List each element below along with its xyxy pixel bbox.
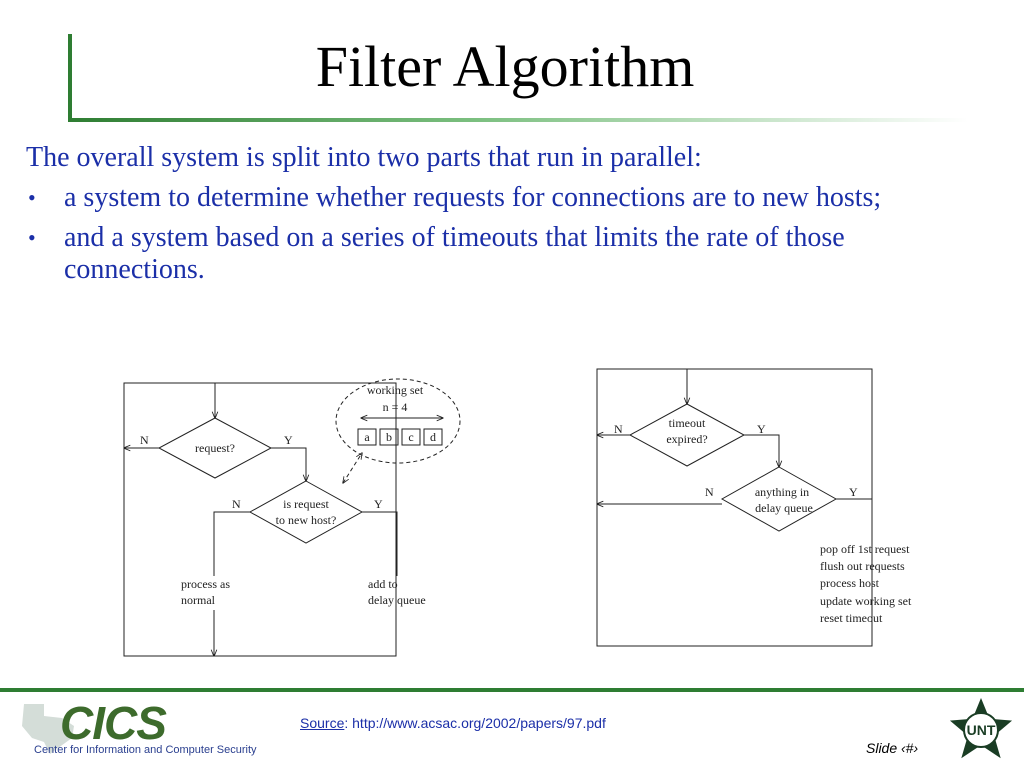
- new-host-no-line: [213, 511, 250, 576]
- slide-number: Slide ‹#›: [866, 740, 919, 756]
- process-label-1: process as: [181, 577, 230, 591]
- delay-queue-yes-line: [836, 498, 873, 540]
- unt-logo-text: UNT: [967, 722, 996, 738]
- action-label: flush out requests: [820, 559, 905, 573]
- unt-logo-icon: UNT: [946, 694, 1016, 762]
- delay-queue-decision: [720, 466, 838, 532]
- timeout-label-1: timeout: [669, 416, 706, 430]
- new-host-label-2: to new host?: [276, 513, 337, 527]
- set-slot-c: [401, 428, 421, 446]
- request-decision: [157, 417, 273, 479]
- cics-logo-subtitle: Center for Information and Computer Secu…: [34, 744, 257, 756]
- add-label-2: delay queue: [368, 593, 426, 607]
- working-set-link-arrow: [343, 453, 362, 483]
- timeout-yes-arrow: [744, 434, 779, 467]
- source-link[interactable]: Source: [300, 715, 345, 731]
- bullet-item: • and a system based on a series of time…: [26, 222, 986, 286]
- bullet-icon: •: [28, 225, 36, 250]
- action-label: update working set: [820, 594, 912, 608]
- timeout-n-label: N: [614, 422, 623, 436]
- bullet-item: • a system to determine whether requests…: [26, 182, 986, 214]
- set-item-label: b: [386, 430, 392, 444]
- texas-shape-icon: [22, 704, 74, 754]
- process-label-2: normal: [181, 593, 216, 607]
- delay-queue-label-1: anything in: [755, 485, 809, 499]
- request-y-label: Y: [284, 433, 293, 447]
- left-flowchart: [123, 378, 461, 657]
- timeout-y-label: Y: [757, 422, 766, 436]
- set-item-label: a: [364, 430, 370, 444]
- bullet-text: a system to determine whether requests f…: [64, 182, 882, 213]
- new-host-decision: [248, 480, 364, 544]
- action-label: reset timeout: [820, 611, 883, 625]
- right-flowchart-labels: timeout expired? N Y anything in delay q…: [614, 416, 912, 625]
- set-slot-a: [357, 428, 377, 446]
- working-set-cloud: [335, 378, 461, 464]
- working-set-n-label: n = 4: [383, 400, 408, 414]
- delay-queue-n-label: N: [705, 485, 714, 499]
- bullet-list: • a system to determine whether requests…: [26, 182, 986, 286]
- new-host-yes-line: [362, 511, 398, 576]
- new-host-label-1: is request: [283, 497, 329, 511]
- slide-body: The overall system is split into two par…: [26, 142, 986, 294]
- set-slot-d: [423, 428, 443, 446]
- title-accent-vertical: [68, 34, 72, 122]
- action-label: pop off 1st request: [820, 542, 910, 556]
- bullet-text: and a system based on a series of timeou…: [64, 222, 845, 285]
- cics-logo: CICS Center for Information and Computer…: [14, 696, 266, 760]
- new-host-n-label: N: [232, 497, 241, 511]
- timeout-decision: [628, 403, 746, 467]
- footer-divider: [0, 688, 1024, 692]
- set-item-label: d: [430, 430, 436, 444]
- set-item-label: c: [408, 430, 413, 444]
- request-n-label: N: [140, 433, 149, 447]
- new-host-y-label: Y: [374, 497, 383, 511]
- right-flowchart: [597, 368, 873, 647]
- delay-queue-label-2: delay queue: [755, 501, 813, 515]
- intro-text: The overall system is split into two par…: [26, 142, 702, 173]
- request-label: request?: [195, 441, 235, 455]
- request-yes-arrow: [271, 447, 306, 481]
- slide-title: Filter Algorithm: [315, 34, 695, 99]
- left-frame: [123, 382, 397, 657]
- set-slot-b: [379, 428, 399, 446]
- left-flowchart-labels: request? N Y is request to new host? N Y…: [140, 383, 436, 607]
- add-label-1: add to: [368, 577, 398, 591]
- bullet-icon: •: [28, 185, 36, 210]
- flowchart-diagrams: request? N Y is request to new host? N Y…: [0, 368, 912, 690]
- timeout-label-2: expired?: [666, 432, 707, 446]
- source-url: : http://www.acsac.org/2002/papers/97.pd…: [344, 715, 606, 731]
- action-label: process host: [820, 576, 880, 590]
- working-set-label: working set: [367, 383, 424, 397]
- source-citation: Source: http://www.acsac.org/2002/papers…: [300, 715, 606, 731]
- title-accent-horizontal: [68, 118, 968, 122]
- delay-queue-y-label: Y: [849, 485, 858, 499]
- cics-logo-text: CICS: [60, 697, 167, 749]
